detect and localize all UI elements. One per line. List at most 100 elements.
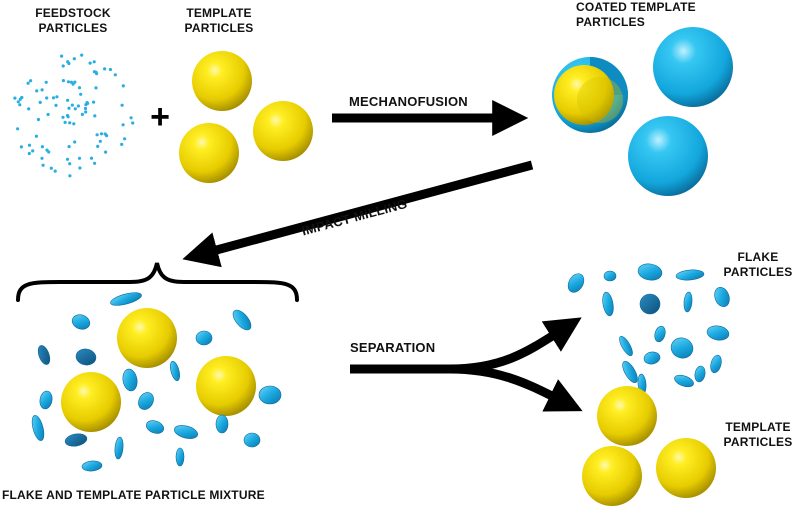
mixture-brace bbox=[16, 262, 299, 302]
flake bbox=[567, 273, 585, 293]
template-particles-top bbox=[179, 51, 313, 183]
flake bbox=[710, 354, 722, 374]
feedstock-dot bbox=[96, 144, 100, 148]
feedstock-dot bbox=[92, 100, 96, 104]
feedstock-dot bbox=[70, 103, 74, 107]
feedstock-dot bbox=[34, 134, 39, 138]
coated-sphere bbox=[628, 116, 708, 196]
flake bbox=[654, 325, 666, 343]
feedstock-dot bbox=[65, 113, 70, 118]
flake-label: FLAKE PARTICLES bbox=[723, 250, 793, 279]
feedstock-dot bbox=[68, 174, 72, 178]
flake bbox=[75, 348, 97, 366]
separated-template-particles bbox=[582, 386, 716, 506]
cutaway-coated-sphere bbox=[552, 57, 628, 133]
feedstock-dot bbox=[83, 106, 88, 111]
feedstock-dot bbox=[18, 97, 22, 101]
flake bbox=[602, 291, 614, 317]
mixture-flake-particles bbox=[31, 292, 282, 472]
feedstock-dot bbox=[29, 79, 33, 83]
coated-sphere bbox=[653, 27, 733, 107]
feedstock-dot bbox=[40, 156, 44, 160]
feedstock-dot bbox=[41, 163, 45, 167]
feedstock-label: FEEDSTOCK PARTICLES bbox=[35, 6, 111, 35]
feedstock-dot bbox=[53, 169, 57, 173]
template-sphere bbox=[656, 438, 716, 498]
flake bbox=[215, 414, 229, 434]
feedstock-dot bbox=[95, 72, 99, 76]
mechanofusion-label: MECHANOFUSION bbox=[349, 94, 468, 109]
template-label-bottom: TEMPLATE PARTICLES bbox=[723, 420, 793, 449]
template-sphere bbox=[253, 101, 313, 161]
flake bbox=[674, 374, 694, 388]
feedstock-dot bbox=[129, 116, 133, 120]
feedstock-dot bbox=[77, 86, 82, 90]
flake bbox=[622, 361, 638, 383]
feedstock-dot bbox=[103, 132, 107, 136]
flake bbox=[138, 392, 154, 410]
feedstock-dot bbox=[104, 150, 108, 154]
feedstock-dot bbox=[13, 96, 17, 100]
feedstock-dot bbox=[121, 123, 125, 127]
feedstock-dot bbox=[71, 82, 75, 86]
flake bbox=[81, 460, 103, 472]
template-sphere bbox=[597, 386, 657, 446]
feedstock-dot bbox=[55, 95, 59, 99]
feedstock-dot bbox=[61, 115, 65, 119]
feedstock-dot bbox=[93, 161, 97, 165]
feedstock-dot bbox=[68, 162, 72, 166]
flake bbox=[37, 345, 51, 365]
flake bbox=[39, 390, 53, 410]
flake bbox=[110, 292, 142, 306]
flake bbox=[670, 337, 694, 359]
impact-milling-arrow bbox=[182, 160, 534, 268]
feedstock-dot bbox=[63, 120, 67, 124]
feedstock-dot bbox=[18, 103, 22, 107]
feedstock-dot bbox=[66, 98, 70, 102]
flake bbox=[643, 351, 661, 365]
flake bbox=[71, 314, 91, 330]
feedstock-dot bbox=[94, 86, 98, 90]
flake bbox=[714, 287, 730, 307]
feedstock-dot bbox=[60, 54, 64, 58]
separation-arrows bbox=[350, 317, 583, 412]
feedstock-dot bbox=[45, 96, 49, 100]
coated-template-particles bbox=[552, 27, 733, 196]
feedstock-dot bbox=[98, 139, 102, 143]
flake bbox=[683, 291, 693, 313]
feedstock-dot bbox=[31, 149, 35, 153]
feedstock-dot bbox=[113, 73, 117, 77]
feedstock-dot bbox=[16, 127, 20, 131]
feedstock-dot bbox=[40, 145, 45, 149]
template-sphere bbox=[117, 308, 177, 368]
feedstock-dot bbox=[77, 156, 82, 160]
feedstock-dot bbox=[120, 103, 124, 107]
feedstock-dot bbox=[88, 61, 92, 65]
feedstock-dot bbox=[93, 114, 97, 118]
feedstock-dot bbox=[73, 107, 77, 111]
mixture-template-particles bbox=[61, 308, 256, 432]
flake bbox=[243, 432, 261, 448]
feedstock-dot bbox=[131, 121, 135, 125]
separation-label: SEPARATION bbox=[350, 340, 436, 355]
feedstock-dot bbox=[123, 137, 127, 141]
feedstock-dot bbox=[38, 100, 42, 104]
feedstock-dot bbox=[78, 166, 82, 170]
feedstock-dot bbox=[61, 64, 65, 68]
feedstock-dot bbox=[121, 84, 125, 88]
feedstock-dot bbox=[65, 157, 70, 161]
flake bbox=[122, 368, 138, 392]
feedstock-dot bbox=[89, 156, 94, 160]
feedstock-dot bbox=[85, 101, 89, 105]
feedstock-particles bbox=[13, 53, 135, 178]
feedstock-dot bbox=[16, 100, 20, 104]
flake bbox=[195, 330, 213, 346]
feedstock-dot bbox=[26, 81, 30, 85]
flake bbox=[694, 365, 706, 383]
template-sphere bbox=[61, 372, 121, 432]
flake bbox=[170, 360, 180, 382]
feedstock-dot bbox=[36, 117, 41, 122]
feedstock-dot bbox=[99, 132, 104, 136]
feedstock-dot bbox=[46, 112, 50, 117]
